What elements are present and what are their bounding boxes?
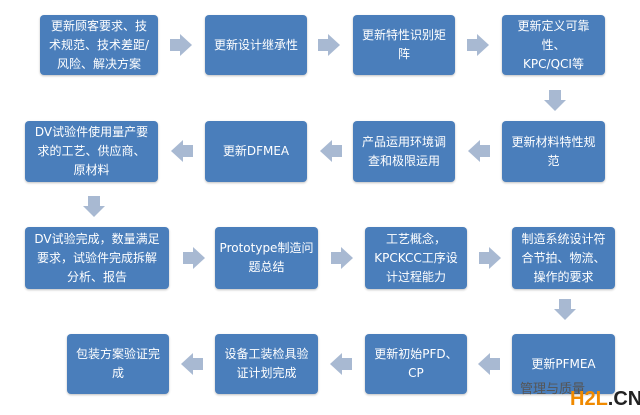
step-8: DV试验件使用量产要 求的工艺、供应商、 原材料 <box>25 121 158 182</box>
step-1: 更新顾客要求、技 术规范、技术差距/ 风险、解决方案 <box>40 15 158 75</box>
arrow-left-icon <box>330 353 352 375</box>
step-10: Prototype制造问 题总结 <box>215 227 318 289</box>
watermark-text: 管理与质量 <box>520 382 586 397</box>
watermark-logo: H2L.CN <box>570 388 640 411</box>
step-9: DV试验完成，数量满足 要求，试验件完成拆解 分析、报告 <box>25 227 169 289</box>
watermark-site-b: .CN <box>607 388 640 410</box>
arrow-right-icon <box>479 247 501 269</box>
arrow-left-icon <box>320 140 342 162</box>
step-14: 更新初始PFD、 CP <box>365 334 467 394</box>
arrow-left-icon <box>468 140 490 162</box>
watermark-site-a: H2L <box>570 388 608 410</box>
step-15: 设备工装检具验 证计划完成 <box>215 334 318 394</box>
arrow-left-icon <box>171 140 193 162</box>
step-3: 更新特性识别矩 阵 <box>353 15 455 75</box>
step-7: 更新DFMEA <box>205 121 307 182</box>
step-6: 产品运用环境调 查和极限运用 <box>353 121 455 182</box>
arrow-right-icon <box>183 247 205 269</box>
step-12: 制造系统设计符 合节拍、物流、 操作的要求 <box>512 227 615 289</box>
arrow-right-icon <box>170 34 192 56</box>
arrow-down-icon <box>544 90 566 111</box>
arrow-right-icon <box>331 247 353 269</box>
arrow-right-icon <box>318 34 340 56</box>
step-4: 更新定义可靠性、 KPC/QCI等 <box>502 15 605 75</box>
step-13: 更新PFMEA <box>512 334 615 394</box>
arrow-left-icon <box>181 353 203 375</box>
step-2: 更新设计继承性 <box>205 15 307 75</box>
step-16: 包装方案验证完 成 <box>67 334 169 394</box>
arrow-left-icon <box>478 353 500 375</box>
step-5: 更新材料特性规 范 <box>502 121 605 182</box>
arrow-down-icon <box>83 196 105 217</box>
step-11: 工艺概念， KPCKCC工序设 计过程能力 <box>365 227 467 289</box>
arrow-right-icon <box>467 34 489 56</box>
arrow-down-icon <box>554 299 576 320</box>
